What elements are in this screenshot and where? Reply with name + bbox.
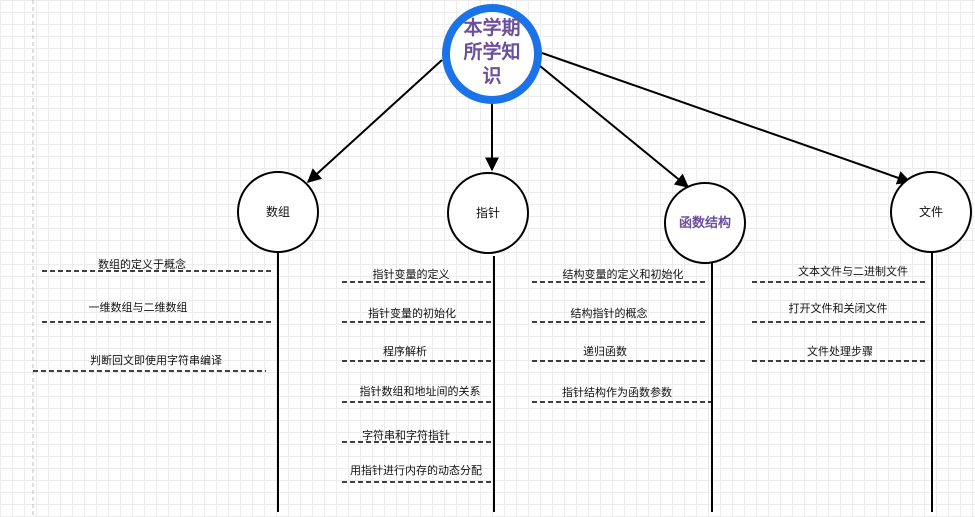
- branch-wenjian: 文件 文本文件与二进制文件 打开文件和关闭文件 文件处理步骤: [752, 171, 972, 512]
- branch-hanshu: 函数结构 结构变量的定义和初始化 结构指针的概念 递归函数 指针结构作为函数参数: [532, 182, 746, 512]
- list-item: 指针变量的定义: [373, 267, 450, 281]
- list-item: 判断回文即使用字符串编译: [90, 353, 222, 367]
- list-item: 指针数组和地址间的关系: [360, 384, 481, 398]
- list-item: 递归函数: [583, 344, 627, 358]
- root-node[interactable]: 本学期 所学知 识: [442, 4, 542, 104]
- list-item: 指针变量的初始化: [368, 306, 456, 320]
- branch-zhizhen: 指针 指针变量的定义 指针变量的初始化 程序解析 指针数组和地址间的关系 字符串…: [342, 172, 529, 512]
- list-item: 结构指针的概念: [571, 306, 648, 320]
- list-item: 指针结构作为函数参数: [562, 385, 672, 399]
- branch-label: 指针: [476, 205, 500, 220]
- list-item: 字符串和字符指针: [362, 428, 450, 442]
- branch-shuzu: 数组 数组的定义于概念 一维数组与二维数组 判断回文即使用字符串编译: [33, 171, 319, 512]
- root-title-line-1: 本学期: [463, 16, 520, 39]
- root-title-line-3: 识: [482, 65, 501, 87]
- connector-shuzu: [306, 59, 443, 183]
- connector-hanshu: [539, 65, 690, 188]
- branch-label: 数组: [266, 204, 290, 219]
- root-title-line-2: 所学知: [463, 40, 520, 63]
- branch-node[interactable]: [447, 172, 529, 254]
- list-item: 文件处理步骤: [807, 344, 873, 358]
- branch-node[interactable]: [237, 171, 319, 253]
- branch-label: 函数结构: [679, 215, 731, 231]
- list-item: 数组的定义于概念: [98, 257, 186, 271]
- list-item: 程序解析: [383, 344, 427, 358]
- list-item: 用指针进行内存的动态分配: [350, 463, 482, 477]
- list-item: 结构变量的定义和初始化: [563, 267, 684, 281]
- branch-node[interactable]: [890, 171, 972, 253]
- connectors: [306, 52, 912, 188]
- branch-label: 文件: [919, 204, 943, 219]
- branch-node[interactable]: [664, 182, 746, 264]
- list-item: 一维数组与二维数组: [89, 300, 188, 314]
- list-item: 打开文件和关闭文件: [789, 301, 888, 315]
- connector-wenjian: [541, 52, 912, 185]
- list-item: 文本文件与二进制文件: [798, 264, 908, 278]
